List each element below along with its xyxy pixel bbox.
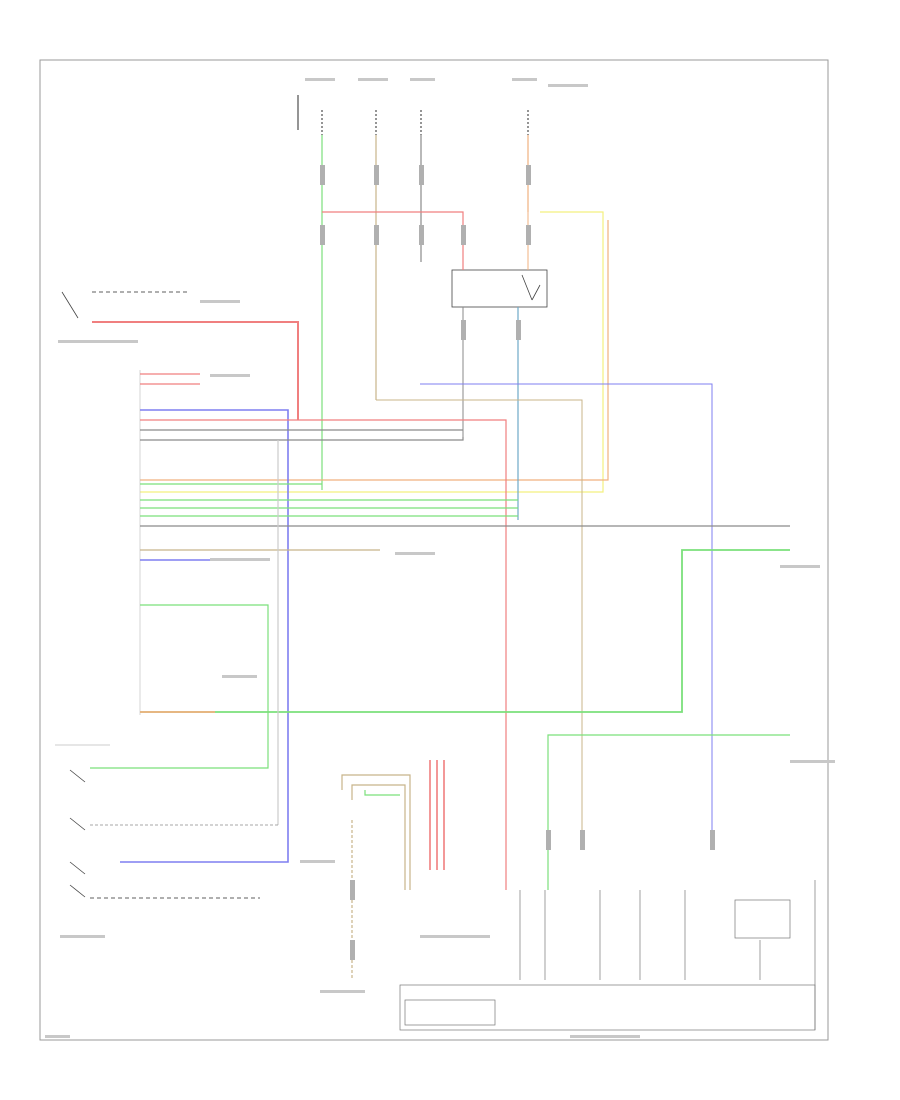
relay-contact <box>521 274 541 301</box>
left-switch-group <box>55 744 278 899</box>
fuse-drop-wires <box>321 135 529 490</box>
wire-red-left-switch <box>92 321 299 420</box>
diagram-frame <box>39 59 829 1041</box>
switch-left-top <box>61 291 79 319</box>
wire-yellow-relay <box>140 211 604 493</box>
wire-tan-branch <box>376 399 583 830</box>
fuse-feed-group <box>297 95 529 135</box>
bottom-module-group <box>399 880 816 1031</box>
connector-blobs <box>320 165 715 960</box>
wire-orange-long <box>140 220 609 481</box>
lower-sensor-wires <box>341 734 790 980</box>
illegible-text-marks <box>45 78 835 1038</box>
relay-box <box>451 269 548 308</box>
harness-wires <box>90 373 790 890</box>
wire-red-relay-top <box>322 211 464 270</box>
wire-blue-upper <box>420 383 713 830</box>
